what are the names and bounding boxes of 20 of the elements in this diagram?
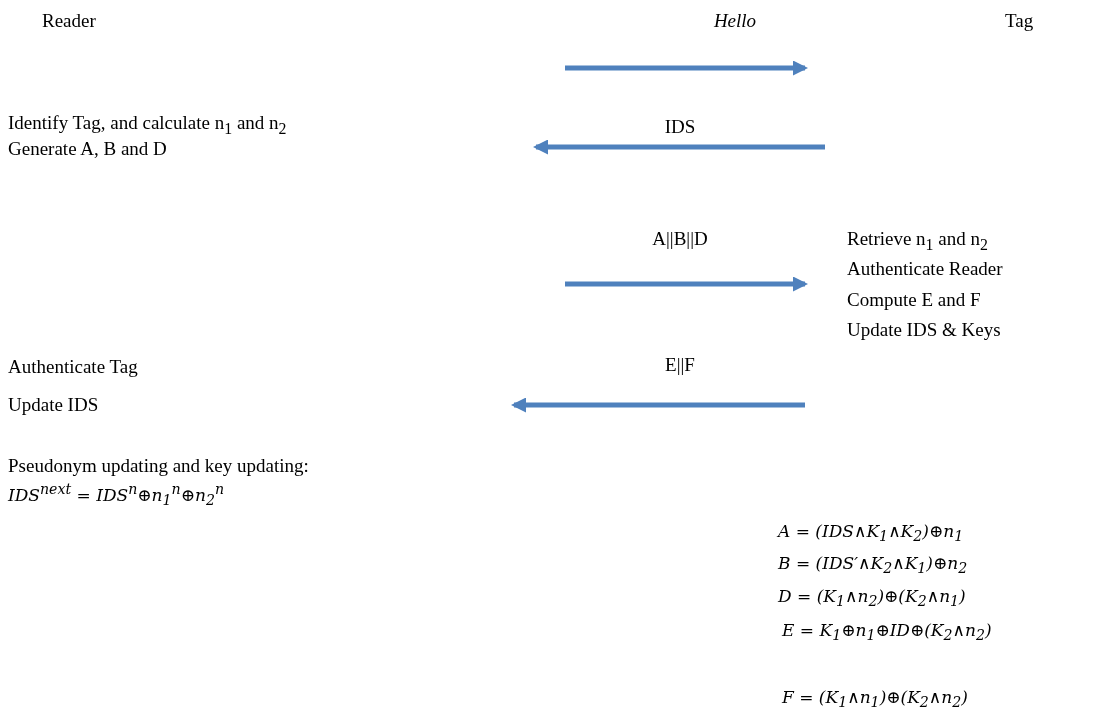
note-text: Pseudonym updating and key updating: bbox=[8, 455, 309, 477]
step-text: Authenticate Reader bbox=[847, 258, 1003, 280]
equation: D = (K$_{1}$∧n$_{2}$)⊕(K$_{2}$∧n$_{1}$) bbox=[778, 585, 966, 612]
message-label: A||B||D bbox=[652, 228, 708, 250]
message-label: Hello bbox=[713, 10, 757, 32]
equation: A = (IDS∧K$_{1}$∧K$_{2}$)⊕n$_{1}$ bbox=[778, 520, 964, 547]
message-label: IDS bbox=[664, 116, 696, 138]
step-text: Retrieve n$_{1}$ and n$_{2}$ bbox=[847, 228, 988, 255]
step-text: Identify Tag, and calculate n$_{1}$ and n$_{2}$ bbox=[8, 112, 287, 139]
step-text: Update IDS & Keys bbox=[847, 319, 1001, 341]
equation: B = (IDS′∧K$_{2}$∧K$_{1}$)⊕n$_{2}$ bbox=[778, 552, 968, 579]
step-text: Update IDS bbox=[8, 394, 99, 416]
column-heading: Tag bbox=[1005, 10, 1034, 32]
step-text: Generate A, B and D bbox=[8, 138, 167, 160]
column-heading: Reader bbox=[42, 10, 96, 32]
equation: F = (K$_{1}$∧n$_{1}$)⊕(K$_{2}$∧n$_{2}$) bbox=[782, 686, 968, 713]
message-label: E||F bbox=[665, 354, 695, 376]
step-text: Authenticate Tag bbox=[8, 356, 138, 378]
equation: E = K$_{1}$⊕n$_{1}$⊕ID⊕(K$_{2}$∧n$_{2}$) bbox=[782, 619, 992, 646]
step-text: Compute E and F bbox=[847, 289, 981, 311]
